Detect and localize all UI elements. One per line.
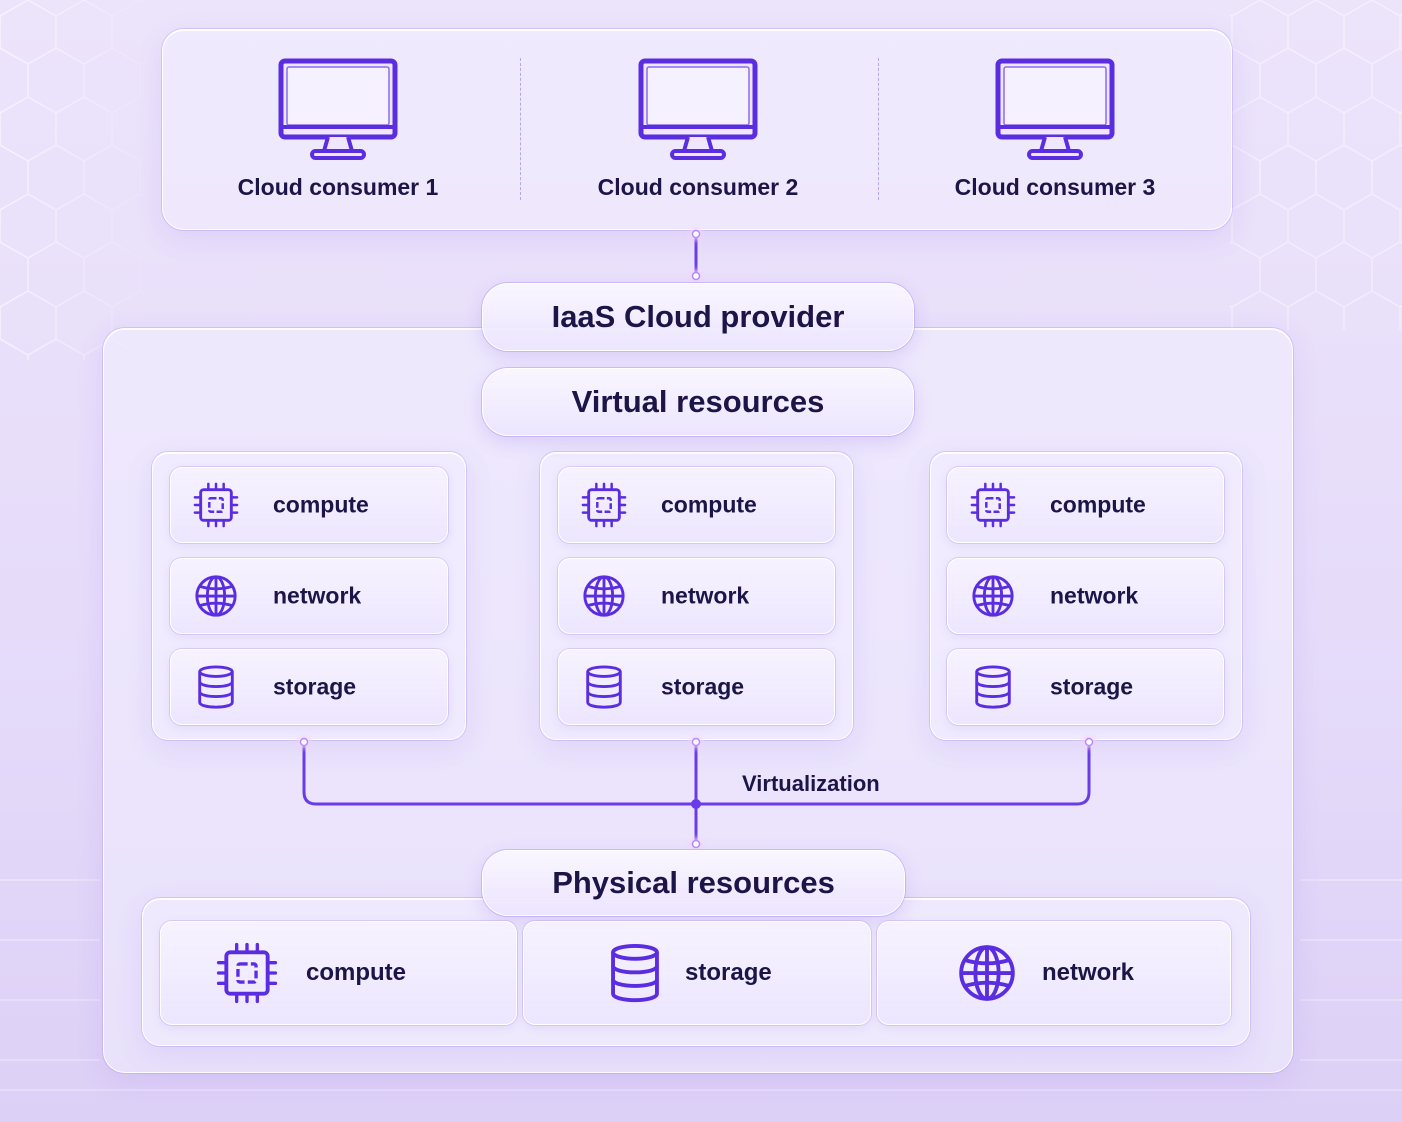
physical-storage-card: storage	[523, 921, 871, 1025]
virtual-storage-card: storage	[170, 649, 448, 725]
iaas-provider-title: IaaS Cloud provider	[551, 299, 845, 334]
virtualization-label: Virtualization	[742, 771, 880, 796]
virtual-compute-card: compute	[558, 467, 835, 543]
physical-resources-title: Physical resources	[552, 865, 835, 900]
globe-icon	[193, 573, 239, 619]
resource-label: storage	[273, 673, 357, 700]
physical-compute-card: compute	[160, 921, 517, 1025]
virtual-network-card: network	[170, 558, 448, 634]
virtual-resources-pill: Virtual resources	[482, 368, 914, 436]
virtual-storage-card: storage	[558, 649, 835, 725]
resource-label: compute	[1050, 491, 1146, 518]
resource-label: network	[1050, 582, 1139, 609]
resource-label: compute	[661, 491, 757, 518]
cloud-consumer-3: Cloud consumer 3	[944, 58, 1166, 201]
cloud-consumer-label: Cloud consumer 1	[237, 174, 439, 200]
virtual-network-card: network	[558, 558, 835, 634]
globe-icon	[956, 942, 1018, 1004]
database-icon	[604, 942, 666, 1004]
resource-label: storage	[685, 959, 772, 986]
chip-icon	[970, 482, 1016, 528]
resource-label: network	[1042, 959, 1135, 986]
virtual-compute-card: compute	[947, 467, 1224, 543]
cloud-consumer-label: Cloud consumer 2	[597, 174, 799, 200]
cloud-consumer-label: Cloud consumer 3	[954, 174, 1156, 200]
resource-label: storage	[661, 673, 745, 700]
monitor-icon	[278, 58, 398, 162]
globe-icon	[581, 573, 627, 619]
resource-label: storage	[1050, 673, 1134, 700]
database-icon	[970, 664, 1016, 710]
virtual-storage-card: storage	[947, 649, 1224, 725]
consumer-divider	[878, 58, 879, 200]
physical-network-card: network	[877, 921, 1231, 1025]
cloud-consumer-2: Cloud consumer 2	[587, 58, 809, 201]
consumer-divider	[520, 58, 521, 200]
monitor-icon	[638, 58, 758, 162]
iaas-provider-pill: IaaS Cloud provider	[482, 283, 914, 351]
physical-resources-pill: Physical resources	[482, 850, 905, 916]
database-icon	[581, 664, 627, 710]
monitor-icon	[995, 58, 1115, 162]
virtual-compute-card: compute	[170, 467, 448, 543]
resource-label: network	[661, 582, 750, 609]
cloud-consumer-1: Cloud consumer 1	[227, 58, 449, 201]
chip-icon	[216, 942, 278, 1004]
chip-icon	[193, 482, 239, 528]
database-icon	[193, 664, 239, 710]
virtual-resources-title: Virtual resources	[571, 384, 825, 419]
resource-label: network	[273, 582, 362, 609]
chip-icon	[581, 482, 627, 528]
virtual-network-card: network	[947, 558, 1224, 634]
globe-icon	[970, 573, 1016, 619]
resource-label: compute	[273, 491, 369, 518]
resource-label: compute	[306, 959, 407, 986]
